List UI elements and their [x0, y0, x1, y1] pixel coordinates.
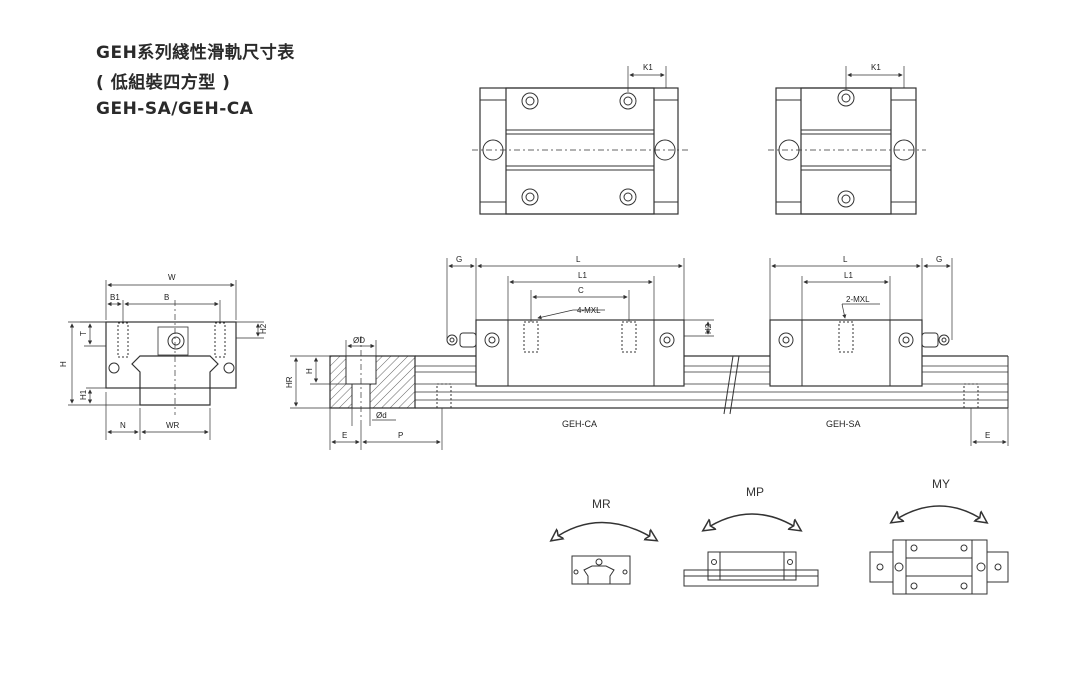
moment-mp — [683, 513, 819, 587]
h2-side-label: H2 — [704, 323, 713, 334]
h1-label: H1 — [79, 389, 88, 400]
top-view-ca — [472, 66, 688, 215]
mr-label: MR — [592, 497, 611, 511]
g-left-label: G — [456, 255, 462, 264]
e-left-label: E — [342, 431, 347, 440]
title-line-3: GEH-SA/GEH-CA — [96, 99, 254, 119]
mxl-ca-label: 4-MXL — [577, 306, 601, 315]
mp-label: MP — [746, 485, 764, 499]
dimension-labels: K1 K1 W B1 B T H2 H H1 N WR ØD Ød HR H E… — [59, 63, 990, 511]
e-right-label: E — [985, 431, 990, 440]
t-label: T — [79, 331, 88, 336]
l1-ca-label: L1 — [578, 271, 587, 280]
geh-ca-label: GEH-CA — [562, 419, 597, 429]
b-label: B — [164, 293, 169, 302]
g-right-label: G — [936, 255, 942, 264]
title-line-2: ( 低組裝四方型 ) — [96, 73, 231, 93]
h2-front-label: H2 — [259, 323, 268, 334]
hr-label: HR — [285, 376, 294, 388]
b1-label: B1 — [110, 293, 120, 302]
n-label: N — [120, 421, 126, 430]
title-line-1: GEH系列綫性滑軌尺寸表 — [96, 43, 295, 63]
w-label: W — [168, 273, 176, 282]
k1-right-label: K1 — [871, 63, 881, 72]
phi-d-small-label: Ød — [376, 411, 387, 420]
phi-d-big-label: ØD — [353, 336, 365, 345]
wr-label: WR — [166, 421, 180, 430]
my-label: MY — [932, 477, 950, 491]
front-view — [68, 280, 264, 440]
mxl-sa-label: 2-MXL — [846, 295, 870, 304]
l-sa-label: L — [843, 255, 848, 264]
h-label: H — [59, 361, 68, 367]
geh-sa-label: GEH-SA — [826, 419, 861, 429]
top-view-sa — [768, 66, 926, 215]
l1-sa-label: L1 — [844, 271, 853, 280]
h-rail-label: H — [305, 368, 314, 374]
p-label: P — [398, 431, 403, 440]
c-label: C — [578, 286, 584, 295]
side-view — [290, 258, 1009, 450]
moment-my — [869, 505, 1009, 595]
k1-left-label: K1 — [643, 63, 653, 72]
l-ca-label: L — [576, 255, 581, 264]
moment-mr — [552, 521, 656, 585]
